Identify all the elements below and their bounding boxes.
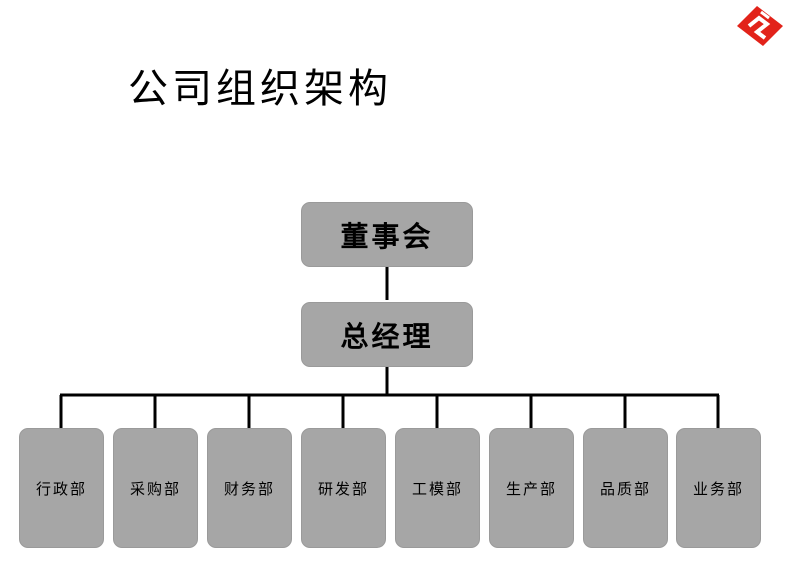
general-manager-label: 总经理 (340, 319, 434, 353)
board-of-directors-box: 董事会 (301, 202, 473, 267)
dept-box-quality: 品质部 (583, 428, 668, 548)
dept-box-tooling: 工模部 (395, 428, 480, 548)
dept-label: 工模部 (411, 479, 463, 498)
dept-label: 研发部 (317, 479, 369, 498)
general-manager-box: 总经理 (301, 302, 473, 367)
company-logo-icon (737, 6, 783, 46)
dept-label: 采购部 (129, 479, 181, 498)
dept-box-rnd: 研发部 (301, 428, 386, 548)
dept-box-finance: 财务部 (207, 428, 292, 548)
page-title: 公司组织架构 (128, 66, 392, 112)
dept-box-purchasing: 采购部 (113, 428, 198, 548)
dept-label: 业务部 (692, 479, 744, 498)
dept-label: 品质部 (599, 479, 651, 498)
dept-label: 财务部 (223, 479, 275, 498)
dept-label: 行政部 (35, 479, 87, 498)
dept-box-production: 生产部 (489, 428, 574, 548)
dept-box-admin: 行政部 (19, 428, 104, 548)
dept-box-sales: 业务部 (676, 428, 761, 548)
board-of-directors-label: 董事会 (340, 219, 434, 253)
dept-label: 生产部 (505, 479, 557, 498)
